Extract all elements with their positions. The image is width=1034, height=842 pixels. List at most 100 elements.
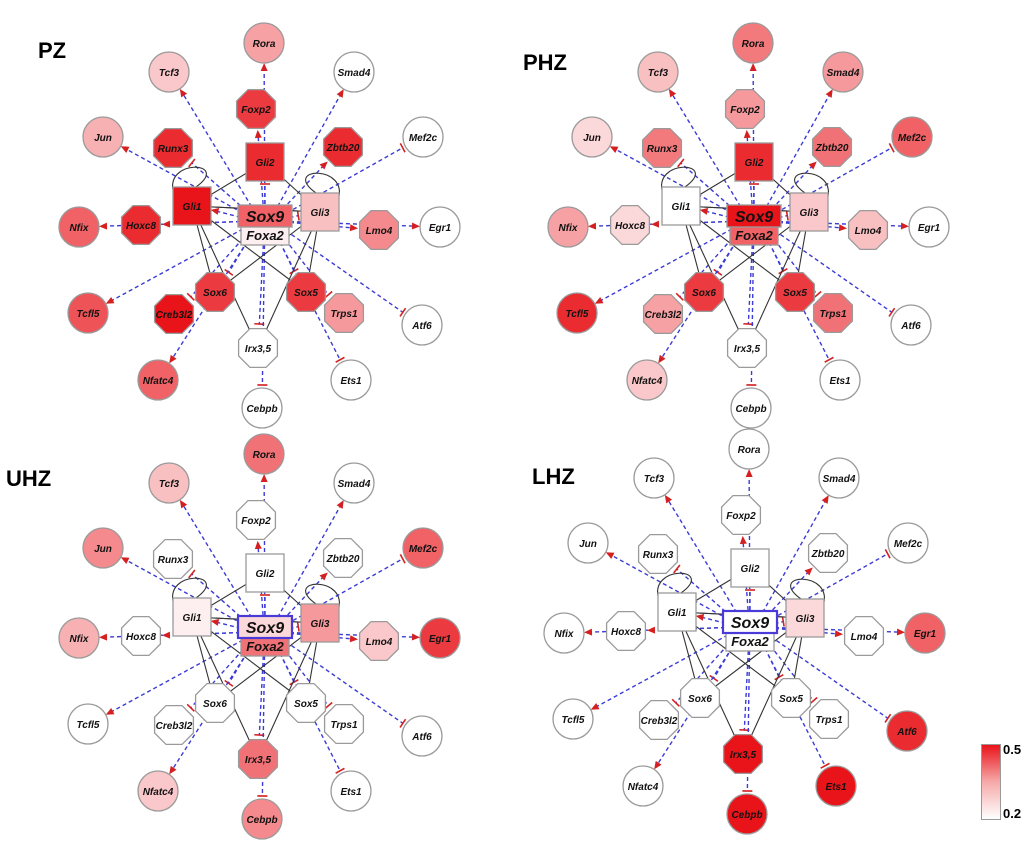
arrowhead-jun bbox=[120, 146, 130, 153]
inhibit-bar-gli3 bbox=[296, 210, 300, 221]
node-shape bbox=[333, 51, 375, 93]
node-label: Atf6 bbox=[900, 321, 921, 332]
node-label: Atf6 bbox=[411, 321, 432, 332]
node-label: Trps1 bbox=[819, 309, 846, 320]
node-label: Jun bbox=[583, 133, 601, 144]
node-hoxc8: Hoxc8 bbox=[120, 204, 162, 246]
node-foxp2: Foxp2 bbox=[720, 494, 762, 536]
node-egr1: Egr1 bbox=[904, 612, 946, 654]
inhibit-bar-gli3 bbox=[296, 621, 300, 632]
node-shape bbox=[847, 209, 889, 251]
node-shape bbox=[819, 359, 861, 401]
arrowhead-nfatc4 bbox=[658, 354, 666, 364]
node-shape bbox=[323, 703, 365, 745]
node-label: Atf6 bbox=[411, 732, 432, 743]
node-lmo4: Lmo4 bbox=[847, 209, 889, 251]
node-shape bbox=[137, 359, 179, 401]
arrowhead-hoxc8 bbox=[650, 220, 660, 228]
edge-sox9-irx3-5 bbox=[258, 641, 265, 736]
node-zbtb20: Zbtb20 bbox=[811, 126, 853, 168]
arrowhead-foxp2 bbox=[743, 129, 751, 139]
node-label: Mef2c bbox=[894, 539, 923, 550]
node-shape bbox=[243, 22, 285, 64]
node-hoxc8: Hoxc8 bbox=[120, 615, 162, 657]
node-label: Creb3l2 bbox=[156, 721, 193, 732]
edge-sox9-smad4 bbox=[273, 502, 343, 624]
inhibit-bar-creb3l2 bbox=[671, 698, 680, 707]
node-shape bbox=[241, 387, 283, 429]
node-shape bbox=[734, 142, 774, 182]
edge-sox9-tcf3 bbox=[180, 501, 256, 624]
node-shape bbox=[812, 292, 854, 334]
arrowhead-zbtb20 bbox=[319, 161, 328, 170]
node-shape bbox=[730, 387, 772, 429]
arrowhead-zbtb20 bbox=[804, 567, 813, 576]
node-creb3l2: Creb3l2 bbox=[638, 699, 680, 741]
edge-sox9-tcfl5 bbox=[597, 224, 739, 304]
edge-sox9-smad4 bbox=[758, 497, 828, 619]
node-gli2: Gli2 bbox=[245, 553, 285, 593]
node-label: Sox5 bbox=[294, 288, 318, 299]
edge-sox9-jun bbox=[123, 146, 250, 218]
node-label: Gli3 bbox=[311, 208, 330, 219]
arrowhead-hoxc8 bbox=[646, 626, 656, 634]
node-shape bbox=[419, 206, 461, 248]
arrowhead-egr1 bbox=[411, 222, 421, 230]
node-label: Mef2c bbox=[898, 133, 927, 144]
node-egr1: Egr1 bbox=[908, 206, 950, 248]
inhibit-bar-sox5 bbox=[778, 268, 788, 275]
node-label: Runx3 bbox=[158, 144, 189, 155]
node-shape bbox=[808, 698, 850, 740]
node-shape bbox=[243, 433, 285, 475]
node-label: Nfatc4 bbox=[143, 376, 174, 387]
node-nfatc4: Nfatc4 bbox=[137, 770, 179, 812]
arrowhead-zbtb20 bbox=[319, 572, 328, 581]
edge-sox9-atf6 bbox=[279, 225, 404, 313]
arrowhead-gli1 bbox=[210, 619, 220, 626]
node-irx3-5: Irx3,5 bbox=[722, 733, 764, 775]
node-label: Sox6 bbox=[203, 288, 227, 299]
node-shape bbox=[402, 116, 444, 158]
node-shape bbox=[241, 798, 283, 840]
node-atf6: Atf6 bbox=[890, 304, 932, 346]
node-shape bbox=[720, 494, 762, 536]
node-shape bbox=[890, 304, 932, 346]
inhibit-bar-runx3 bbox=[188, 158, 196, 168]
node-label: Tcfl5 bbox=[566, 309, 589, 320]
node-nfix: Nfix bbox=[58, 206, 100, 248]
node-label: Sox6 bbox=[688, 694, 712, 705]
node-shape bbox=[807, 532, 849, 574]
node-smad4: Smad4 bbox=[822, 51, 864, 93]
inhibit-bar-atf6 bbox=[888, 307, 896, 317]
node-sox6: Sox6 bbox=[683, 271, 725, 313]
inhibit-bar-mef2c bbox=[399, 143, 406, 153]
edge-sox9-jun bbox=[612, 146, 739, 218]
node-shape bbox=[626, 359, 668, 401]
node-shape bbox=[153, 704, 195, 746]
node-label: Zbtb20 bbox=[326, 554, 360, 565]
node-jun: Jun bbox=[571, 116, 613, 158]
inhibit-bar-mef2c bbox=[399, 554, 406, 564]
node-rora: Rora bbox=[728, 428, 770, 470]
node-shape bbox=[637, 51, 679, 93]
node-shape bbox=[120, 615, 162, 657]
arrowhead-jun bbox=[605, 552, 615, 559]
node-gli3: Gli3 bbox=[300, 603, 340, 643]
node-lmo4: Lmo4 bbox=[358, 209, 400, 251]
edge-sox9-tcf3 bbox=[669, 90, 745, 213]
inhibit-bar-ets1 bbox=[335, 356, 345, 363]
inhibit-bar-sox5 bbox=[289, 679, 299, 686]
arrowhead-foxp2 bbox=[254, 129, 262, 139]
node-shape bbox=[657, 592, 697, 632]
node-label: Creb3l2 bbox=[645, 310, 682, 321]
node-label: Jun bbox=[94, 133, 112, 144]
node-label: Gli1 bbox=[183, 202, 202, 213]
node-label: Irx3,5 bbox=[734, 344, 761, 355]
node-label: Foxp2 bbox=[730, 105, 760, 116]
node-label: Nfatc4 bbox=[632, 376, 663, 387]
node-shape bbox=[245, 142, 285, 182]
node-sox5: Sox5 bbox=[285, 271, 327, 313]
node-shape bbox=[137, 770, 179, 812]
node-trps1: Trps1 bbox=[808, 698, 850, 740]
node-label: Hoxc8 bbox=[126, 632, 156, 643]
